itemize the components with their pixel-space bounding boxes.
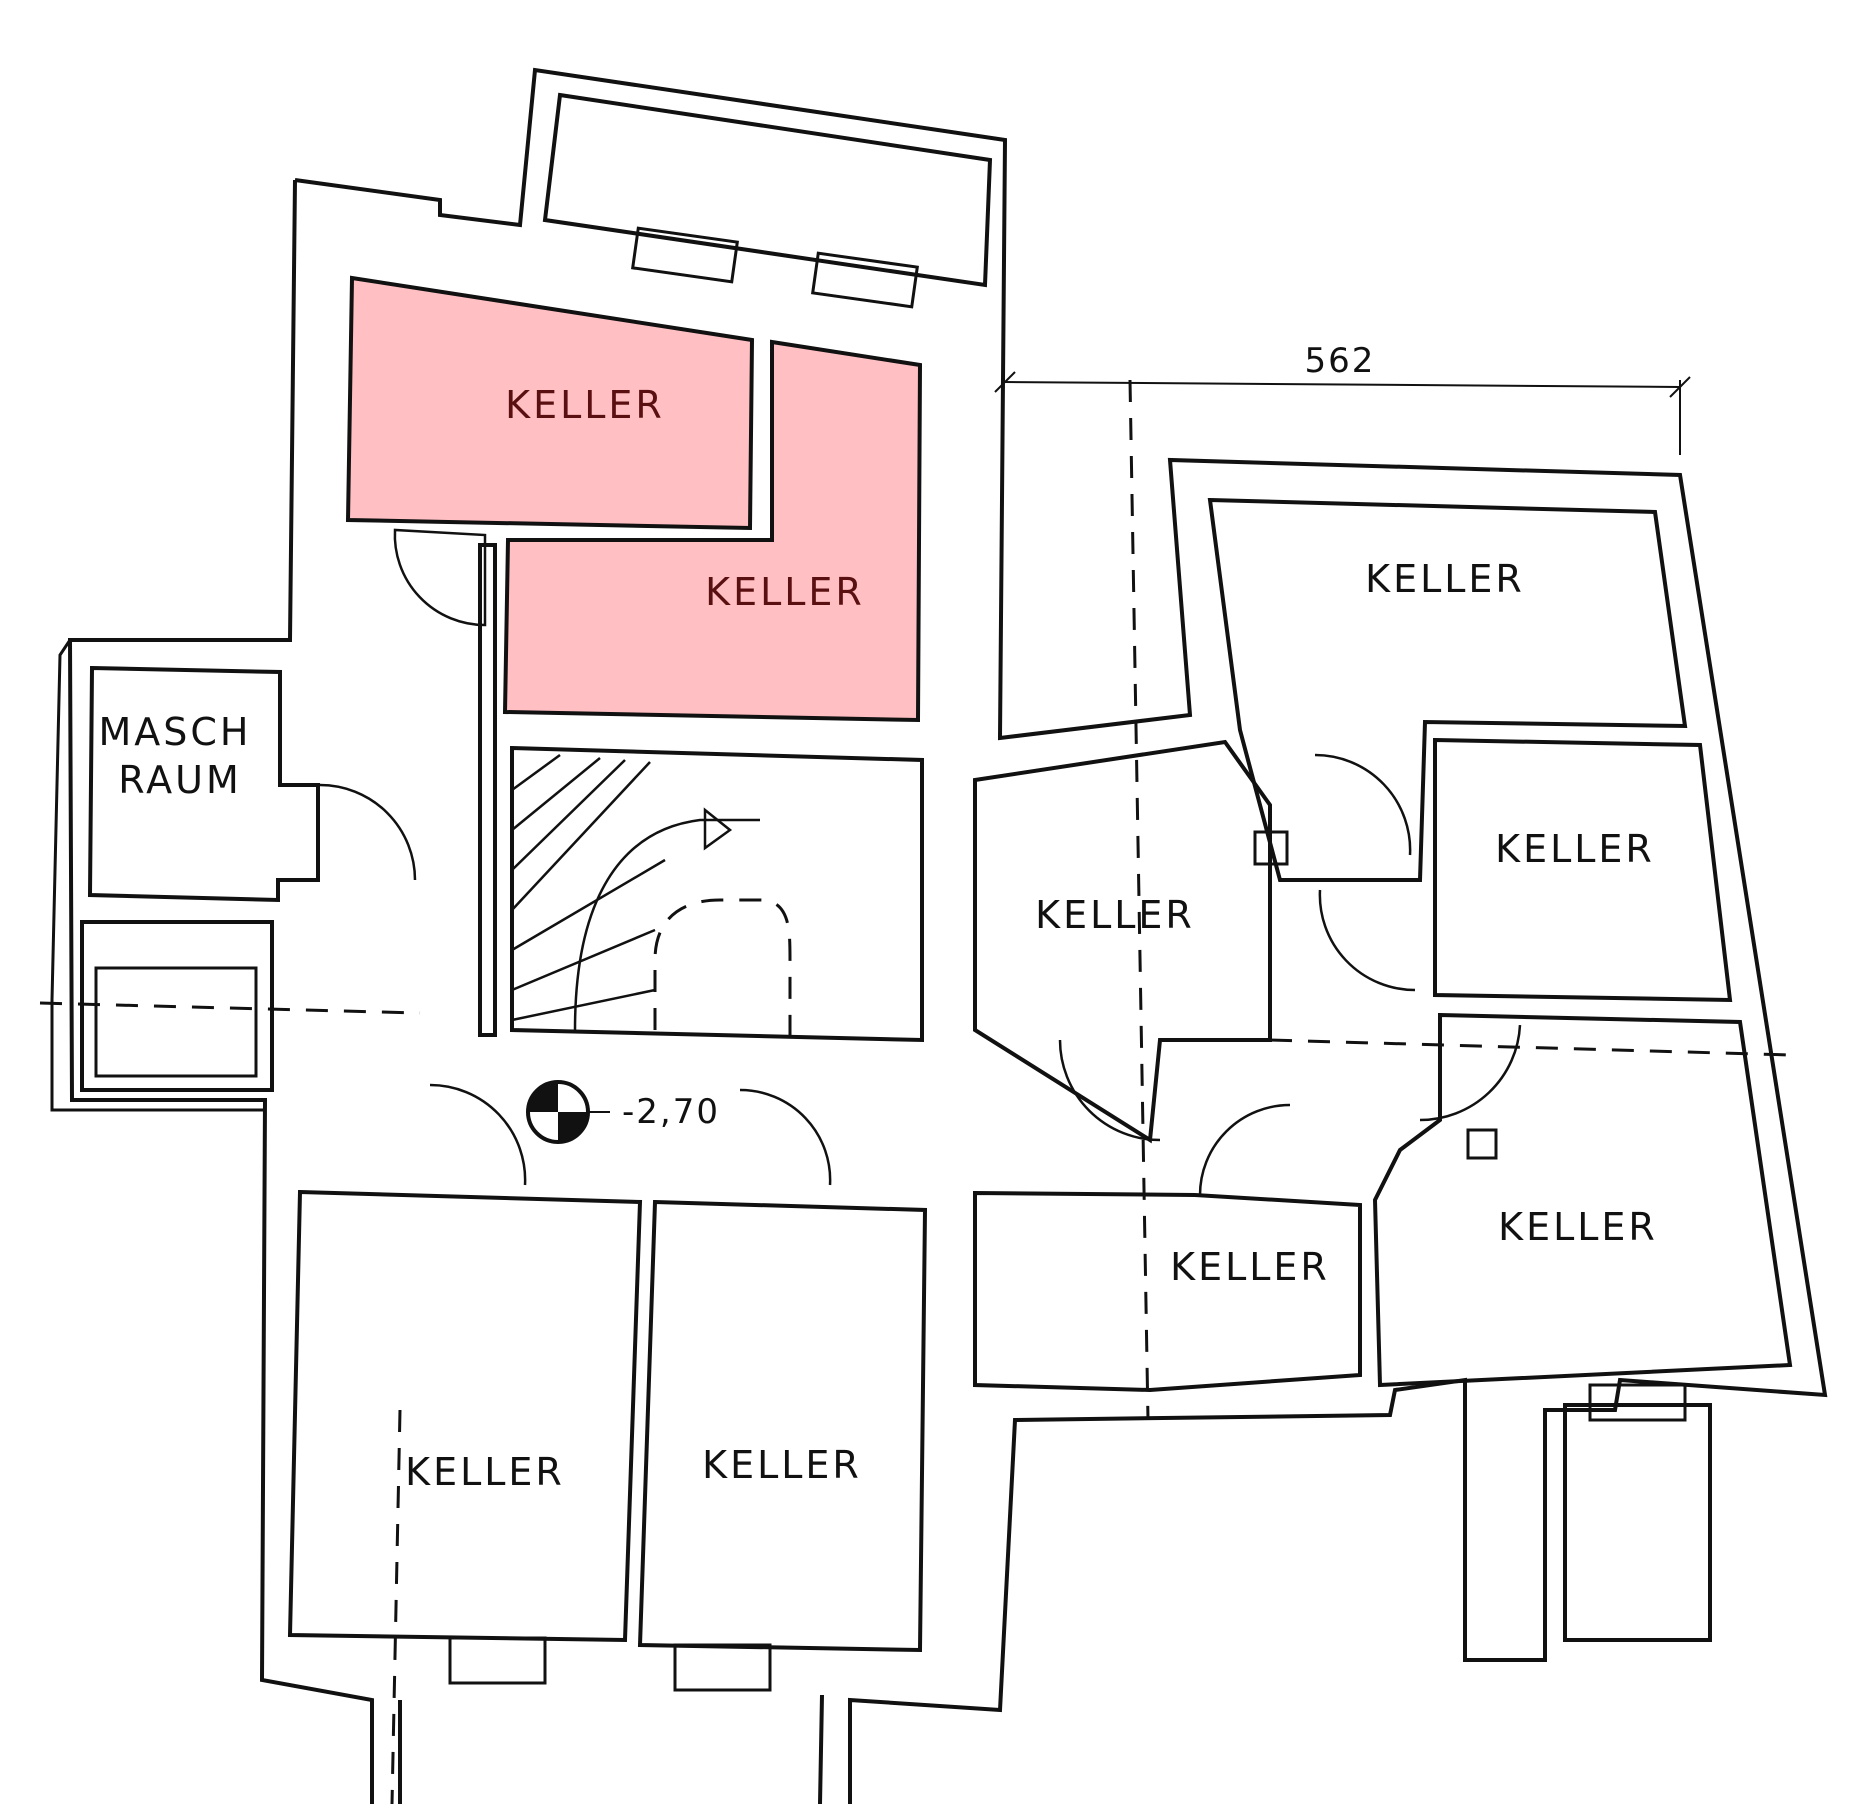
room-outlines [80,92,1793,1692]
highlight-keller-lower[interactable] [505,342,920,720]
door-swings [319,528,1522,1196]
room-label-masch: MASCH [98,710,251,754]
room-label-keller-bottom-center: KELLER [702,1443,862,1487]
room-label-keller-lower: KELLER [705,570,865,614]
room-label-keller-small: KELLER [1170,1245,1330,1289]
room-label-keller-bottom-right: KELLER [1498,1205,1658,1249]
room-label-keller-top-right: KELLER [1365,557,1525,601]
room-label-raum: RAUM [118,758,241,802]
level-marker: -2,70 [526,1080,720,1144]
room-label-keller-bottom-left: KELLER [405,1450,565,1494]
room-label-keller-mid-right: KELLER [1495,827,1655,871]
room-labels: KELLER KELLER KELLER KELLER KELLER KELLE… [98,383,1658,1494]
highlight-keller-upper[interactable] [348,278,752,528]
level-label: -2,70 [622,1092,720,1132]
dimension-label: 562 [1305,341,1376,381]
room-label-keller-upper: KELLER [505,383,665,427]
highlighted-rooms [348,278,920,720]
room-label-keller-center-right: KELLER [1035,893,1195,937]
section-lines [39,379,1791,1804]
dimension-line: 562 [994,341,1691,455]
columns [1253,830,1498,1160]
outer-walls [50,67,1828,1804]
staircase [511,753,792,1040]
